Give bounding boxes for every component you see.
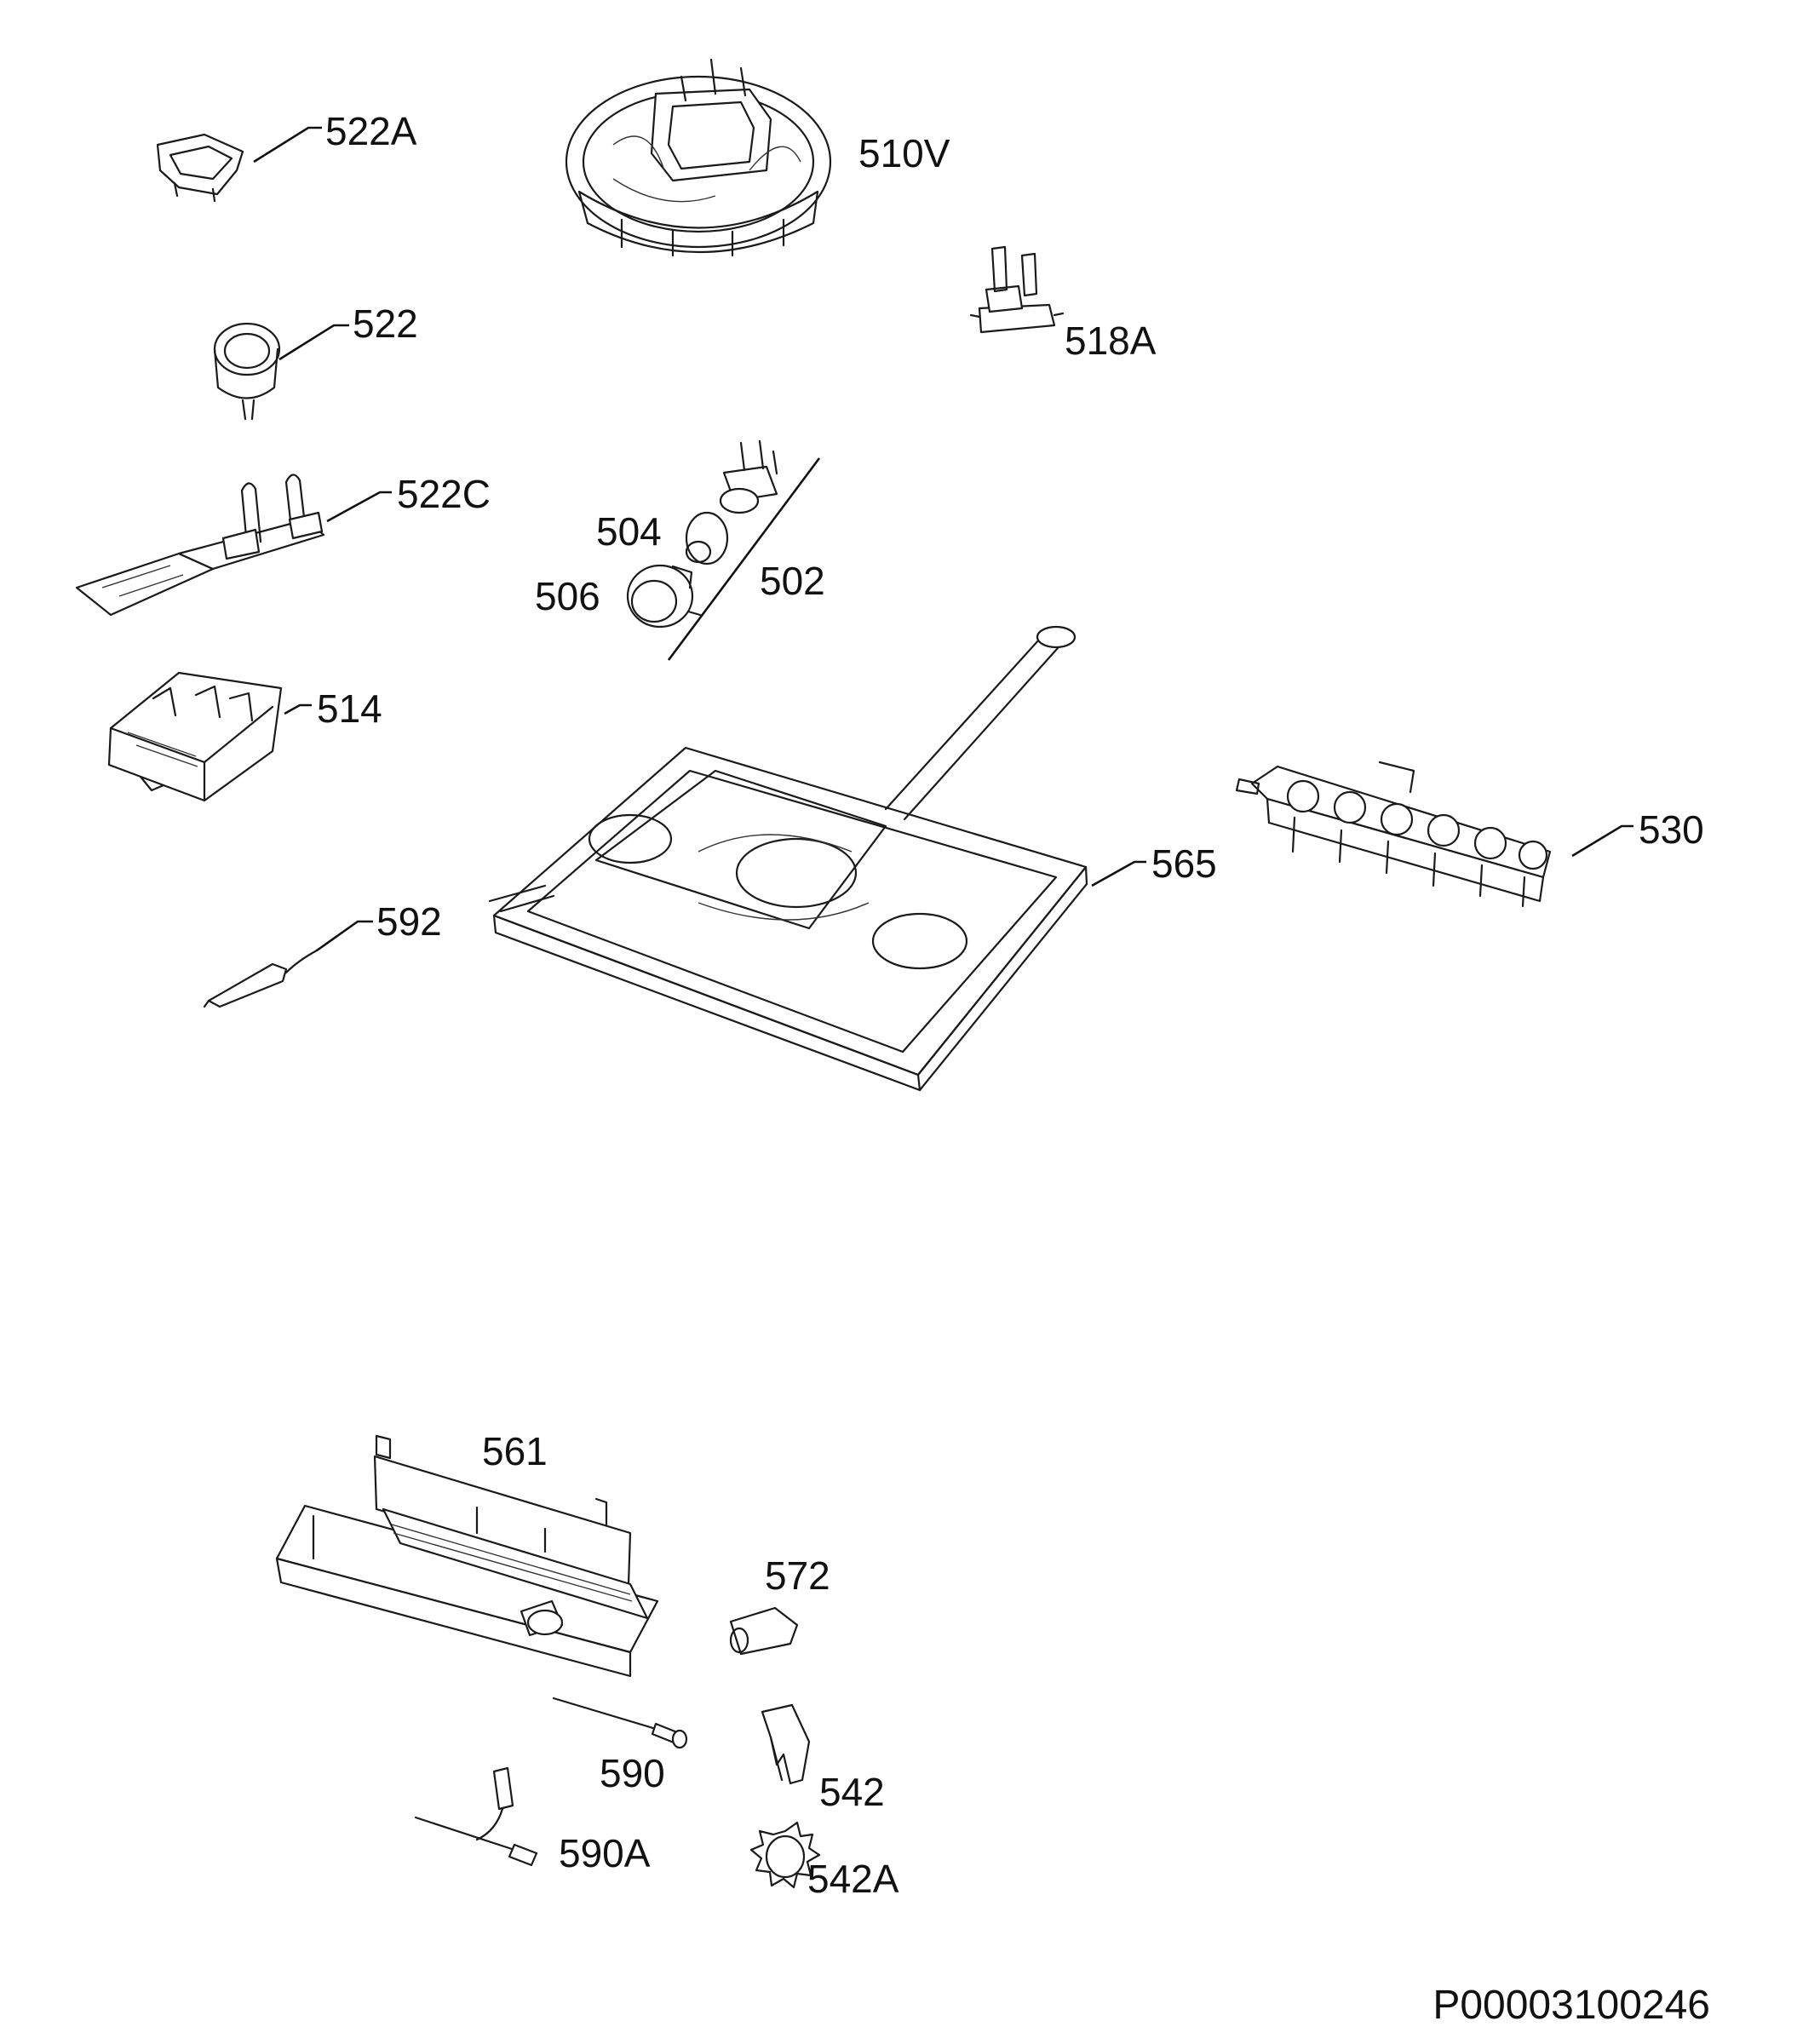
document-id: P00003100246	[1432, 1983, 1710, 2028]
leader-530	[1571, 824, 1633, 858]
label-504: 504	[596, 509, 662, 554]
part-561-drawing	[275, 1434, 659, 1678]
label-561: 561	[482, 1429, 548, 1473]
label-518A: 518A	[1065, 319, 1157, 363]
part-522-drawing	[213, 322, 281, 421]
leader-565	[1091, 860, 1146, 887]
part-506-drawing	[626, 564, 702, 629]
leader-514	[284, 703, 312, 715]
part-522C-drawing	[75, 474, 325, 617]
label-590: 590	[600, 1751, 665, 1795]
part-518A-drawing	[969, 245, 1065, 334]
label-502: 502	[760, 559, 825, 603]
label-590A: 590A	[559, 1831, 651, 1875]
part-565-drawing	[488, 625, 1088, 1092]
label-506: 506	[535, 574, 600, 618]
label-522C: 522C	[397, 472, 491, 516]
part-522A-drawing	[156, 133, 244, 203]
leader-522C	[326, 491, 392, 523]
part-572-drawing	[729, 1606, 799, 1656]
part-592-drawing	[203, 949, 319, 1008]
leader-592	[316, 920, 373, 952]
part-510V-drawing	[565, 58, 832, 257]
label-510V: 510V	[858, 131, 950, 175]
label-530: 530	[1639, 807, 1704, 852]
label-522A: 522A	[325, 109, 417, 153]
leader-522A	[253, 126, 322, 164]
part-590-drawing	[552, 1697, 688, 1749]
leader-522	[278, 324, 349, 361]
label-514: 514	[317, 686, 382, 731]
label-565: 565	[1151, 841, 1217, 886]
label-542: 542	[819, 1770, 885, 1814]
label-542A: 542A	[807, 1857, 899, 1901]
part-504-drawing	[685, 511, 729, 566]
part-514-drawing	[107, 671, 283, 802]
part-542A-drawing	[749, 1821, 821, 1889]
bracket-502	[667, 457, 821, 661]
label-592: 592	[376, 899, 442, 944]
label-522: 522	[353, 301, 418, 346]
part-530-drawing	[1235, 761, 1552, 908]
part-590A-drawing	[414, 1766, 538, 1867]
part-542-drawing	[761, 1703, 811, 1785]
label-572: 572	[765, 1553, 830, 1598]
part-502-drawing	[667, 439, 821, 661]
